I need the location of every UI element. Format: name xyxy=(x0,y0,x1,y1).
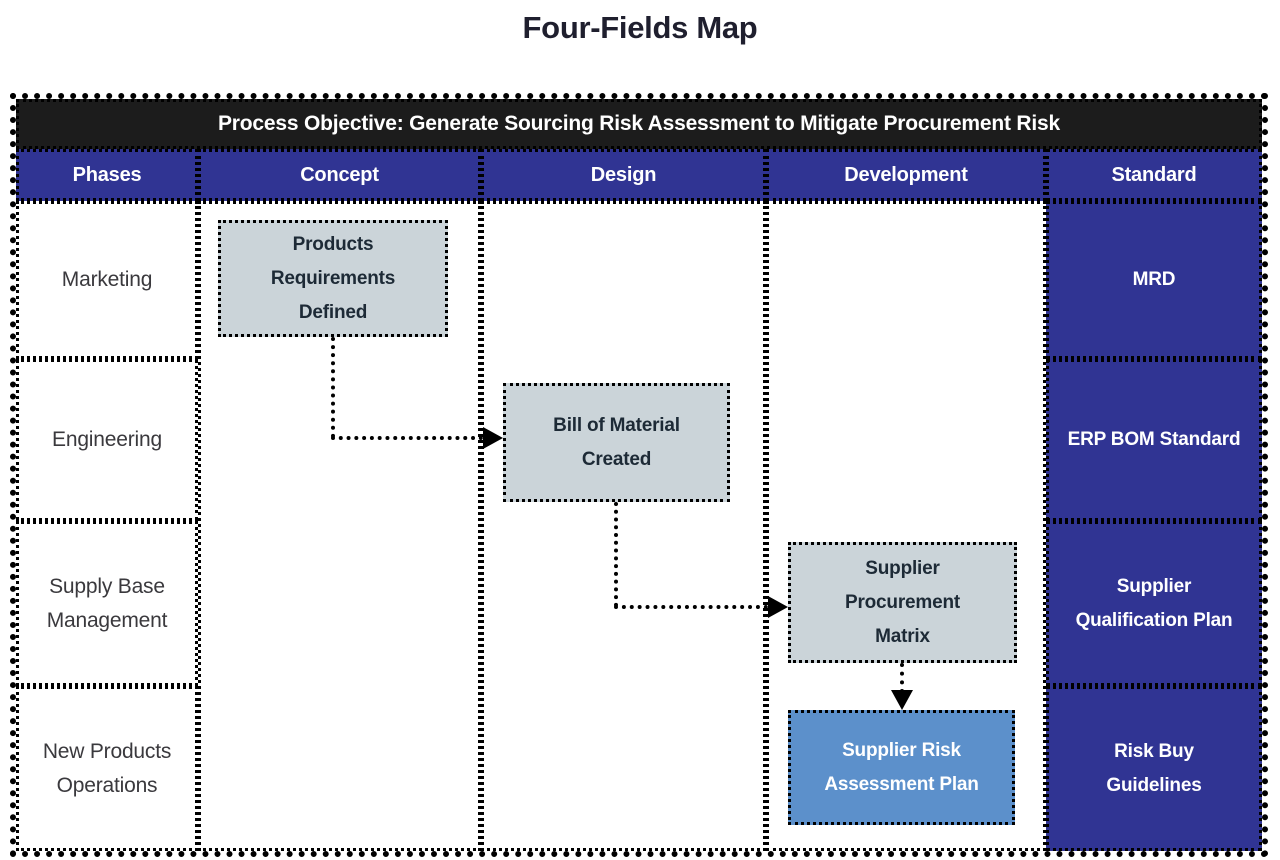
process-box-bill-of-material-created: Bill of Material Created xyxy=(503,383,730,502)
phase-row-engineering: Engineering xyxy=(16,359,198,521)
connector-prd-to-bom-vertical xyxy=(331,337,335,438)
page-title: Four-Fields Map xyxy=(522,10,758,45)
process-box-supplier-risk-assessment-plan: Supplier Risk Assessment Plan xyxy=(788,710,1015,825)
standard-cell-supplier-qualification-plan: Supplier Qualification Plan xyxy=(1046,521,1262,686)
connector-prd-to-bom-horizontal xyxy=(331,436,483,440)
lane-design xyxy=(481,201,766,851)
column-header-phases: Phases xyxy=(16,149,198,201)
column-header-standard: Standard xyxy=(1046,149,1262,201)
arrowhead-into-bill-of-material-icon xyxy=(483,427,503,449)
process-box-products-requirements-defined: Products Requirements Defined xyxy=(218,220,448,337)
standard-cell-mrd: MRD xyxy=(1046,201,1262,359)
connector-bom-to-spm-horizontal xyxy=(614,605,768,609)
phase-row-marketing: Marketing xyxy=(16,201,198,359)
four-fields-map-table: Process Objective: Generate Sourcing Ris… xyxy=(10,93,1268,857)
arrowhead-into-supplier-risk-assessment-plan-icon xyxy=(891,690,913,710)
standard-cell-risk-buy-guidelines: Risk Buy Guidelines xyxy=(1046,686,1262,851)
standard-cell-erp-bom-standard: ERP BOM Standard xyxy=(1046,359,1262,521)
connector-spm-to-srap-vertical xyxy=(900,663,904,693)
process-objective-banner: Process Objective: Generate Sourcing Ris… xyxy=(16,99,1262,149)
phase-row-supply-base-management: Supply Base Management xyxy=(16,521,198,686)
process-box-supplier-procurement-matrix: Supplier Procurement Matrix xyxy=(788,542,1017,663)
arrowhead-into-supplier-procurement-matrix-icon xyxy=(768,596,788,618)
column-header-development: Development xyxy=(766,149,1046,201)
phase-row-new-products-operations: New Products Operations xyxy=(16,686,198,851)
column-header-design: Design xyxy=(481,149,766,201)
column-header-concept: Concept xyxy=(198,149,481,201)
connector-bom-to-spm-vertical xyxy=(614,502,618,607)
